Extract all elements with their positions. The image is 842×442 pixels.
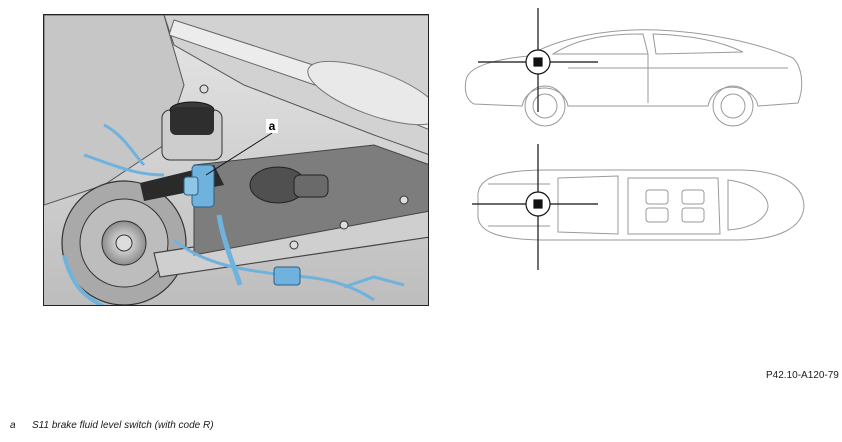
vehicle-views [464, 8, 805, 270]
engine-bay-drawing: a [44, 15, 428, 305]
vehicle-side-view [464, 29, 803, 127]
engine-bay-illustration: a [43, 14, 429, 306]
figure-reference-code: P42.10-A120-79 [766, 370, 839, 381]
vehicle-location-diagram [458, 8, 810, 304]
legend-item: a S11 brake fluid level switch (with cod… [10, 420, 214, 431]
legend-text: S11 brake fluid level switch (with code … [32, 420, 214, 431]
callout-letter: a [269, 119, 276, 133]
callout-letter-bg [266, 119, 278, 133]
callout-line [205, 132, 273, 176]
locator-marker-side [478, 8, 598, 112]
locator-marker-top [472, 144, 598, 270]
legend-key: a [10, 420, 16, 431]
vehicle-top-view [477, 169, 805, 241]
